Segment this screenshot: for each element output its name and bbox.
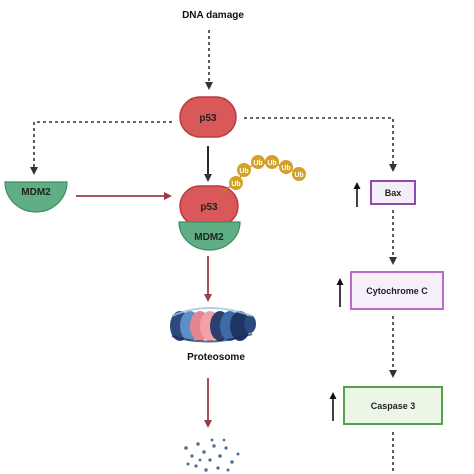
ub-bead: Ub	[292, 167, 306, 181]
dna-damage-label: DNA damage	[182, 10, 244, 21]
ub-bead: Ub	[279, 160, 293, 174]
ub-bead: Ub	[265, 155, 279, 169]
ub-bead: Ub	[229, 176, 243, 190]
svg-text:Ub: Ub	[281, 165, 290, 172]
cytochrome-c-node: Cytochrome C	[350, 271, 444, 310]
p53-top-node: p53	[179, 96, 237, 138]
ub-bead: Ub	[251, 155, 265, 169]
svg-text:Ub: Ub	[239, 168, 248, 175]
ub-bead: Ub	[237, 163, 251, 177]
caspase-3-label: Caspase 3	[371, 401, 416, 411]
svg-text:Ub: Ub	[294, 172, 303, 179]
svg-text:Ub: Ub	[253, 160, 262, 167]
proteosome-label: Proteosome	[187, 352, 245, 363]
mdm2-complex-label: MDM2	[194, 232, 224, 243]
degraded-peptide-fragments	[184, 438, 240, 472]
mdm2-free-node: MDM2	[4, 181, 68, 213]
svg-text:Ub: Ub	[231, 181, 240, 188]
p53-to-mdm2-arrow	[30, 121, 172, 175]
proteosome-icon	[170, 307, 256, 343]
ubiquitin-chain: Ub Ub Ub Ub Ub Ub	[221, 155, 306, 193]
cytochrome-c-label: Cytochrome C	[366, 286, 428, 296]
p53-to-bax-arrow	[244, 117, 397, 172]
caspase-3-node: Caspase 3	[343, 386, 443, 425]
mdm2-free-label: MDM2	[21, 187, 51, 198]
bax-node: Bax	[370, 180, 416, 205]
svg-text:Ub: Ub	[267, 160, 276, 167]
bax-label: Bax	[385, 188, 402, 198]
mdm2-complex-node	[178, 221, 241, 251]
p53-mdm2-complex: p53 MDM2	[178, 185, 241, 251]
p53-top-label: p53	[199, 113, 217, 124]
p53-complex-label: p53	[200, 202, 218, 213]
